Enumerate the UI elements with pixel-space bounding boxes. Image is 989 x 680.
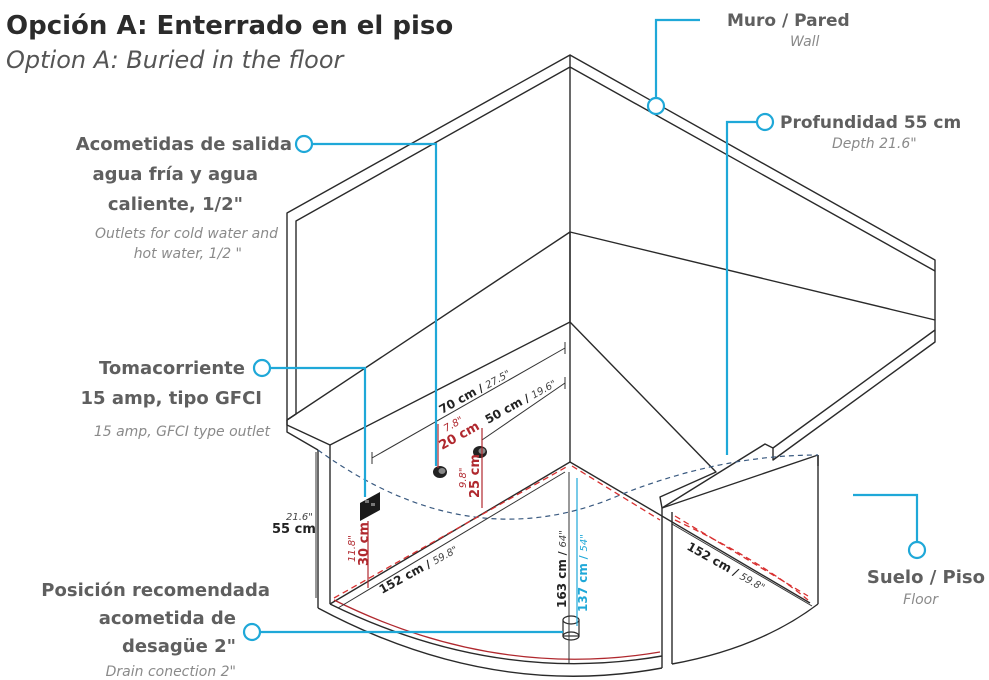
dim-152-right-line (671, 523, 813, 607)
pit-right-curve-top (661, 454, 819, 509)
outlets-label-es-3: caliente, 1/2" (108, 194, 243, 215)
dim-30-in: 11.8" (347, 535, 358, 562)
red-solid-bottom (333, 599, 661, 660)
drain-label-es-2: acometida de (99, 608, 236, 629)
depth-leader-dot (755, 112, 775, 132)
pit-top-arc (317, 449, 819, 520)
depth-label-en: Depth 21.6" (832, 136, 917, 152)
right-floor-slab (569, 231, 936, 509)
dim-55-cm: 55 cm (272, 522, 316, 537)
floor-leader (853, 493, 919, 542)
outlets-label-en-2: hot water, 1/2 " (134, 246, 242, 262)
gfci-outlet (360, 492, 380, 521)
floor-label-es: Suelo / Piso (867, 567, 985, 588)
outlets-label-en-1: Outlets for cold water and (95, 226, 278, 242)
drain-label-en: Drain conection 2" (106, 664, 236, 680)
dim-25-in: 9.8" (458, 467, 469, 488)
dimension-lines (315, 342, 813, 664)
gfci-leader (270, 366, 367, 497)
outlets-label-es-2: agua fría y agua (92, 164, 258, 185)
red-curve-right (674, 519, 809, 601)
pit-curve-inner (329, 603, 663, 665)
outlets-leader (312, 142, 438, 466)
dimension-lines-red (367, 424, 483, 588)
pit-curve-outer (317, 607, 663, 677)
wall-leader (654, 18, 700, 98)
pit-right-curve (671, 603, 819, 665)
drain-label-es-3: desagüe 2" (122, 636, 236, 657)
gfci-leader-dot (252, 358, 272, 378)
dim-25-cm: 25 cm (468, 454, 483, 498)
gfci-label-en: 15 amp, GFCI type outlet (94, 424, 271, 440)
depth-label-es: Profundidad 55 cm (780, 113, 961, 133)
dim-152-right-label: 152 cm / 59.8" (685, 539, 768, 594)
gfci-label-es-1: Tomacorriente (99, 358, 245, 379)
outlets-leader-dot (294, 134, 314, 154)
structure (286, 54, 936, 677)
left-slab-edge (286, 420, 319, 451)
gfci-label-es-2: 15 amp, tipo GFCI (81, 388, 262, 409)
drain-label-es-1: Posición recomendada (41, 580, 270, 601)
dim-50-line (481, 382, 566, 441)
drain-leader-dot (242, 622, 262, 642)
red-line-left (333, 465, 569, 599)
depth-leader (725, 120, 757, 455)
wall-leader-dot (646, 96, 666, 116)
red-outlines (333, 465, 809, 601)
dim-70-line (371, 347, 566, 459)
dim-55-in: 21.6" (286, 512, 313, 523)
right-slab-edge (772, 330, 936, 461)
floor-leader-dot (907, 540, 927, 560)
wall-label-es: Muro / Pared (727, 11, 850, 31)
red-line-right (674, 515, 809, 597)
red-line-corner (571, 465, 661, 521)
page-subtitle: Option A: Buried in the floor (6, 46, 346, 74)
pit-floor-right (569, 461, 811, 604)
water-outlet-cold (433, 466, 447, 478)
dim-30-cm: 30 cm (357, 522, 372, 566)
drain-pipe (562, 615, 580, 641)
page-title: Opción A: Enterrado en el piso (6, 11, 453, 41)
dim-152-left-line (337, 471, 566, 609)
wall-label-en: Wall (790, 34, 820, 50)
callout-leaders (242, 18, 927, 642)
floor-label-en: Floor (903, 592, 939, 608)
left-wall (286, 54, 571, 421)
right-wall (569, 54, 936, 272)
left-floor-slab (286, 231, 571, 446)
dim-137-label: 137 cm / 54" (576, 534, 590, 612)
dim-163-label: 163 cm / 64" (555, 530, 569, 608)
outlets-label-es-1: Acometidas de salida (76, 134, 292, 155)
